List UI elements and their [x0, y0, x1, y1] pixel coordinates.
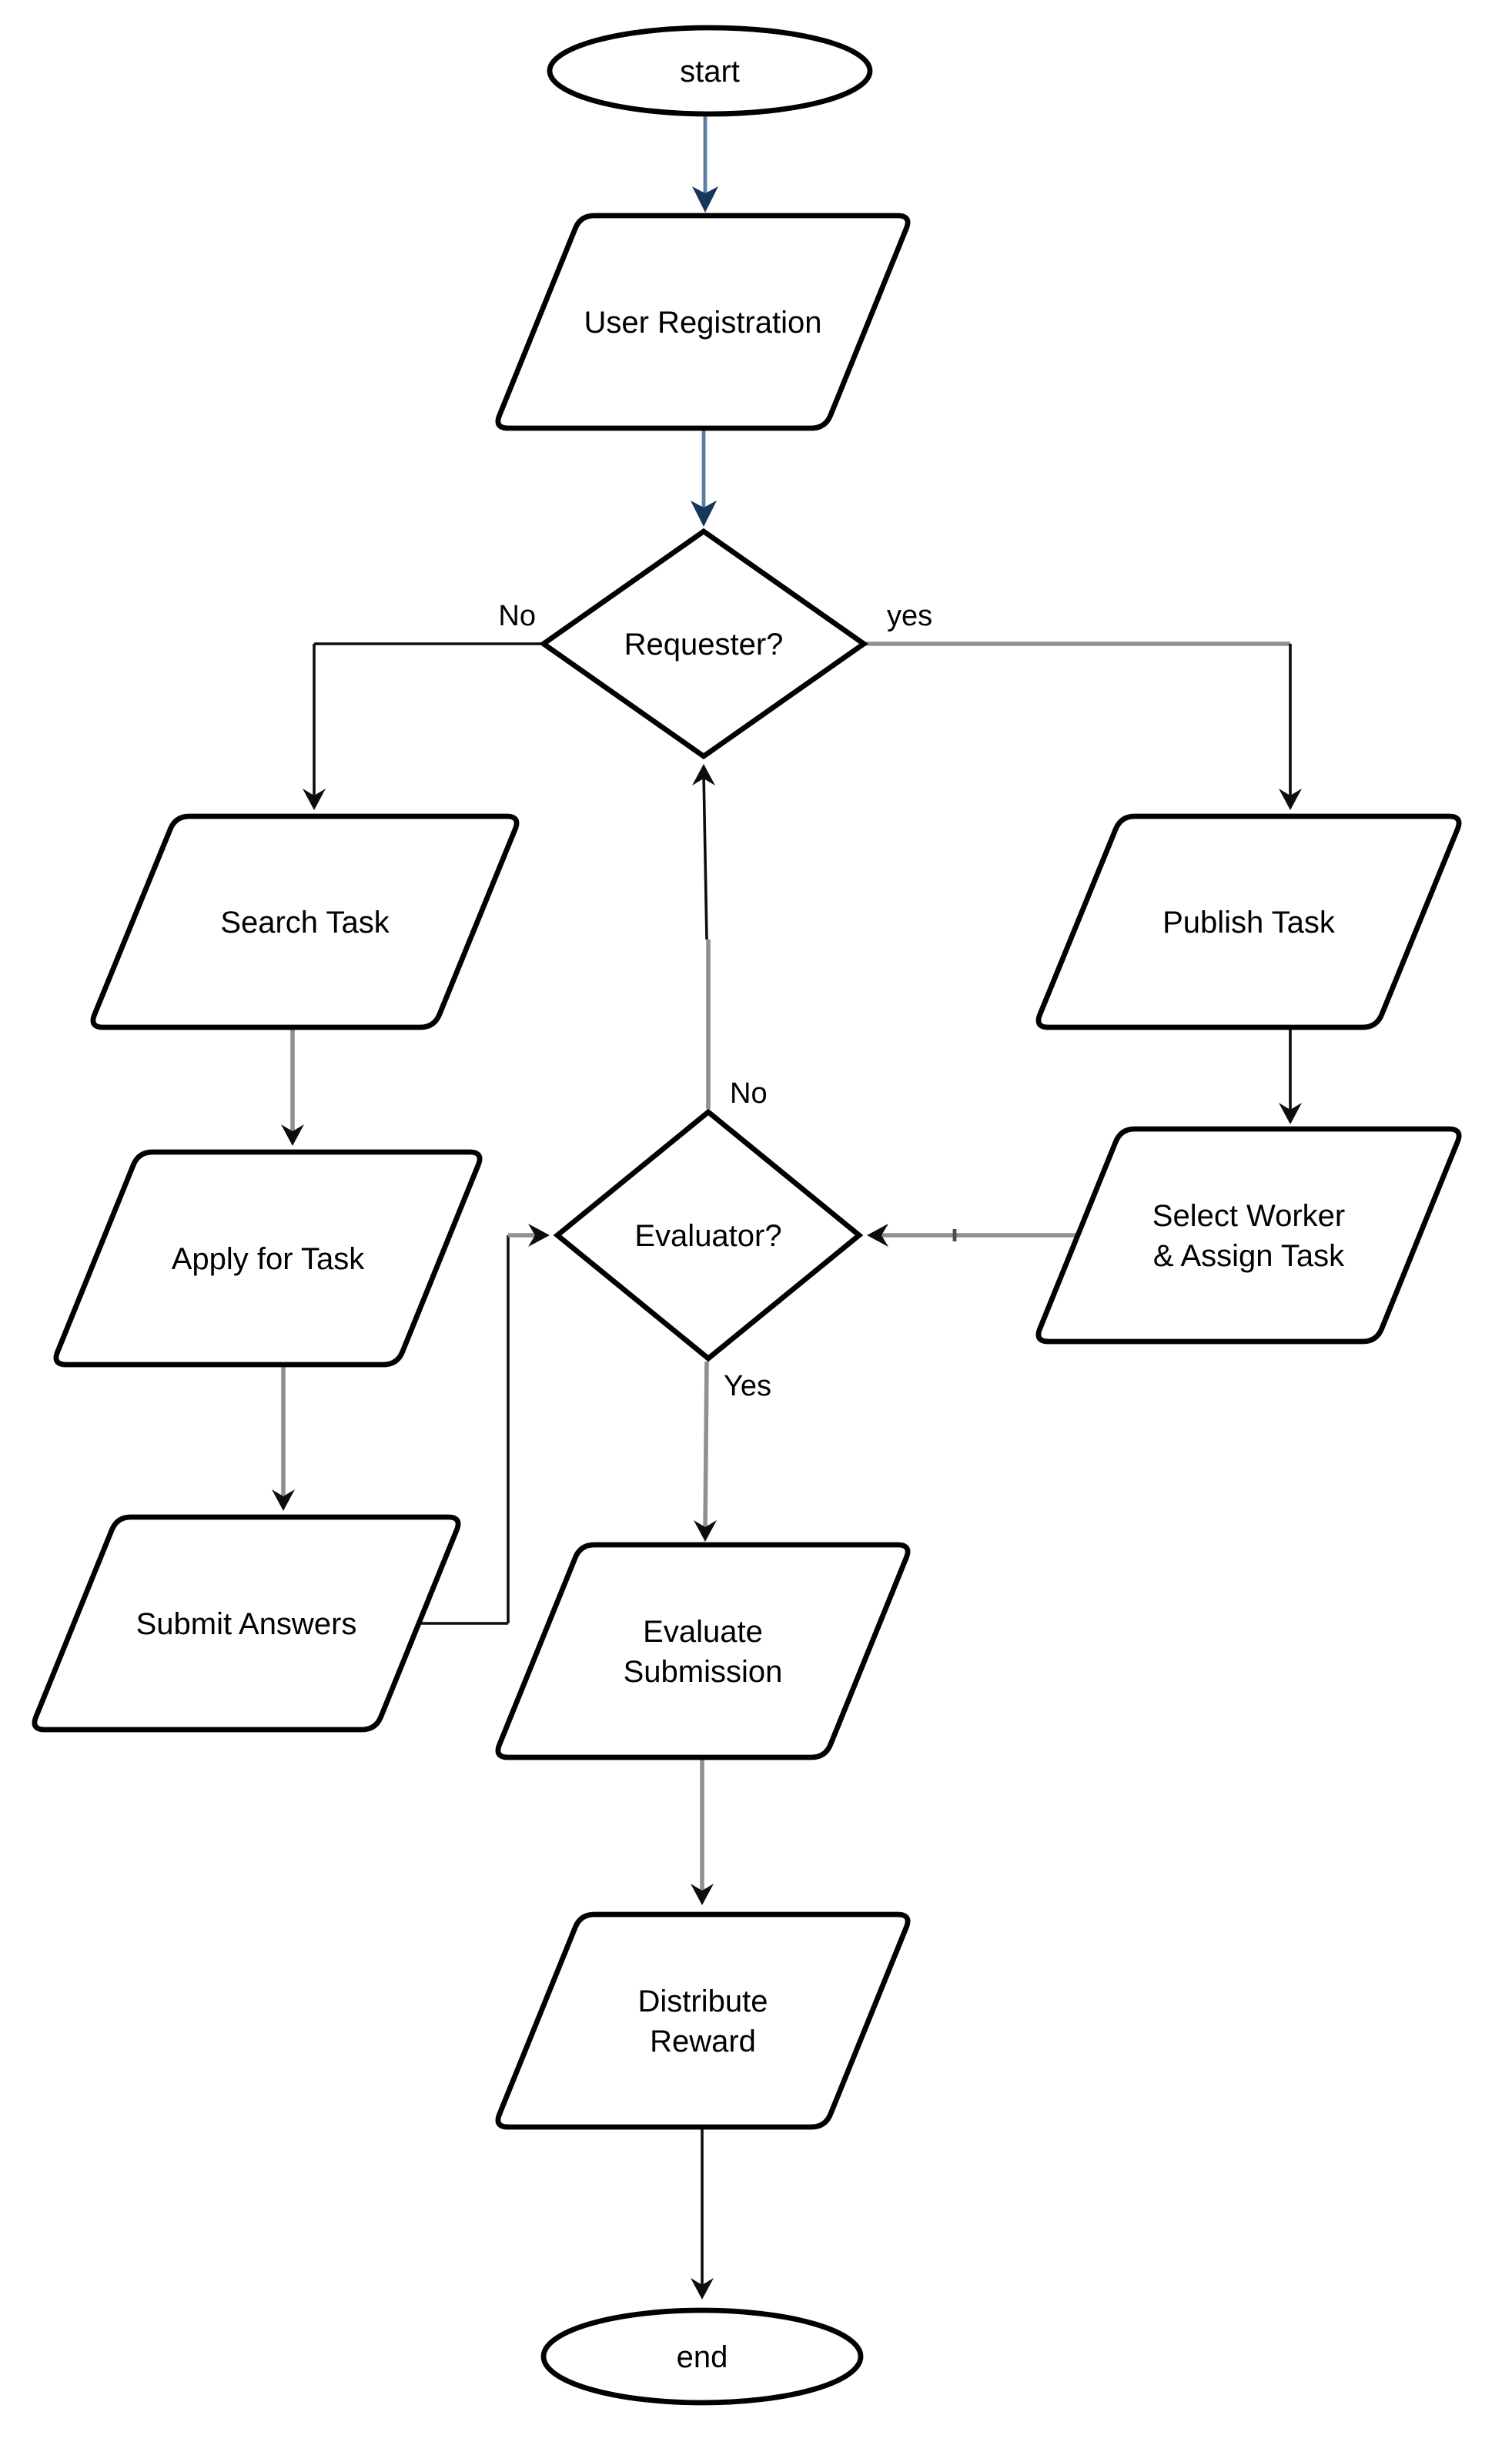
edge-requester-no: No [303, 600, 544, 810]
edge-search-to-apply [281, 1027, 304, 1146]
evaluate-submission-label: Submission [624, 1655, 783, 1689]
edge-registration-to-requester [691, 428, 717, 527]
edge-select-to-evaluator [867, 1224, 1078, 1247]
edge-start-to-registration [692, 116, 718, 213]
edge-evaluator-no-segment [702, 772, 708, 940]
edge-registration-to-requester-arrowhead-icon [691, 501, 717, 527]
user-registration-shape [495, 213, 911, 431]
node-publish-task: Publish Task [1035, 813, 1462, 1030]
edge-requester-no-arrowhead-icon [303, 789, 326, 810]
node-search-task: Search Task [90, 813, 520, 1030]
search-task-shape [90, 813, 520, 1030]
select-worker-label: & Assign Task [1153, 1239, 1345, 1273]
edge-distribute-to-end-arrowhead-icon [691, 2278, 714, 2300]
edge-requester-yes: yes [864, 600, 1302, 810]
edge-apply-to-submit [272, 1365, 295, 1511]
evaluator-label: Evaluator? [634, 1219, 781, 1253]
distribute-reward-shape [495, 1911, 911, 2130]
apply-for-task-shape [53, 1149, 483, 1368]
edge-evaluator-no: No [692, 764, 768, 1110]
publish-task-label: Publish Task [1162, 906, 1336, 940]
edge-publish-to-select-arrowhead-icon [1279, 1103, 1302, 1124]
publish-task-shape [1035, 813, 1462, 1030]
user-registration-label: User Registration [584, 306, 821, 340]
start-label: start [680, 55, 740, 89]
edge-distribute-to-end [691, 2127, 714, 2300]
submit-answers-shape [32, 1514, 461, 1733]
edge-search-to-apply-arrowhead-icon [281, 1124, 304, 1146]
edge-evaluator-yes: Yes [694, 1361, 771, 1542]
node-end: end [540, 2307, 864, 2406]
requester-shape [539, 528, 868, 760]
edge-evaluator-yes-arrowhead-icon [694, 1520, 717, 1542]
edge-submit-to-evaluator [419, 1224, 550, 1625]
evaluate-submission-shape [495, 1542, 911, 1760]
edge-evaluator-yes-label: Yes [724, 1370, 771, 1402]
edge-requester-yes-arrowhead-icon [1279, 789, 1302, 810]
edge-publish-to-select [1279, 1027, 1302, 1124]
node-start: start [547, 25, 873, 117]
edge-evaluate-to-distribute-arrowhead-icon [691, 1884, 714, 1905]
node-evaluator: Evaluator? [553, 1108, 864, 1362]
requester-label: Requester? [624, 628, 784, 662]
node-user-registration: User Registration [495, 213, 911, 431]
select-worker-label: Select Worker [1152, 1199, 1345, 1233]
distribute-reward-label: Reward [650, 2025, 756, 2058]
submit-answers-label: Submit Answers [136, 1607, 357, 1641]
apply-for-task-label: Apply for Task [172, 1242, 365, 1276]
edge-evaluator-no-arrowhead-icon [692, 764, 715, 785]
edge-select-to-evaluator-arrowhead-icon [867, 1224, 888, 1247]
edge-submit-to-evaluator-arrowhead-icon [528, 1224, 550, 1247]
node-apply-for-task: Apply for Task [53, 1149, 483, 1368]
end-label: end [677, 2340, 728, 2374]
node-select-worker: Select Worker & Assign Task [1035, 1126, 1462, 1345]
edge-requester-yes-label: yes [887, 600, 932, 632]
edge-apply-to-submit-arrowhead-icon [272, 1489, 295, 1511]
edge-evaluate-to-distribute [691, 1757, 714, 1905]
edge-requester-no-label: No [498, 600, 536, 632]
select-worker-shape [1035, 1126, 1462, 1345]
edge-evaluator-no-label: No [730, 1077, 768, 1110]
edge-evaluator-yes-segment [703, 1361, 709, 1533]
edge-start-to-registration-arrowhead-icon [692, 186, 718, 213]
end-shape [540, 2307, 864, 2406]
distribute-reward-label: Distribute [638, 1985, 768, 2018]
node-requester: Requester? [539, 528, 868, 760]
node-submit-answers: Submit Answers [32, 1514, 461, 1733]
start-shape [547, 25, 873, 117]
search-task-label: Search Task [220, 906, 390, 940]
evaluator-shape [553, 1108, 864, 1362]
evaluate-submission-label: Evaluate [643, 1615, 763, 1649]
